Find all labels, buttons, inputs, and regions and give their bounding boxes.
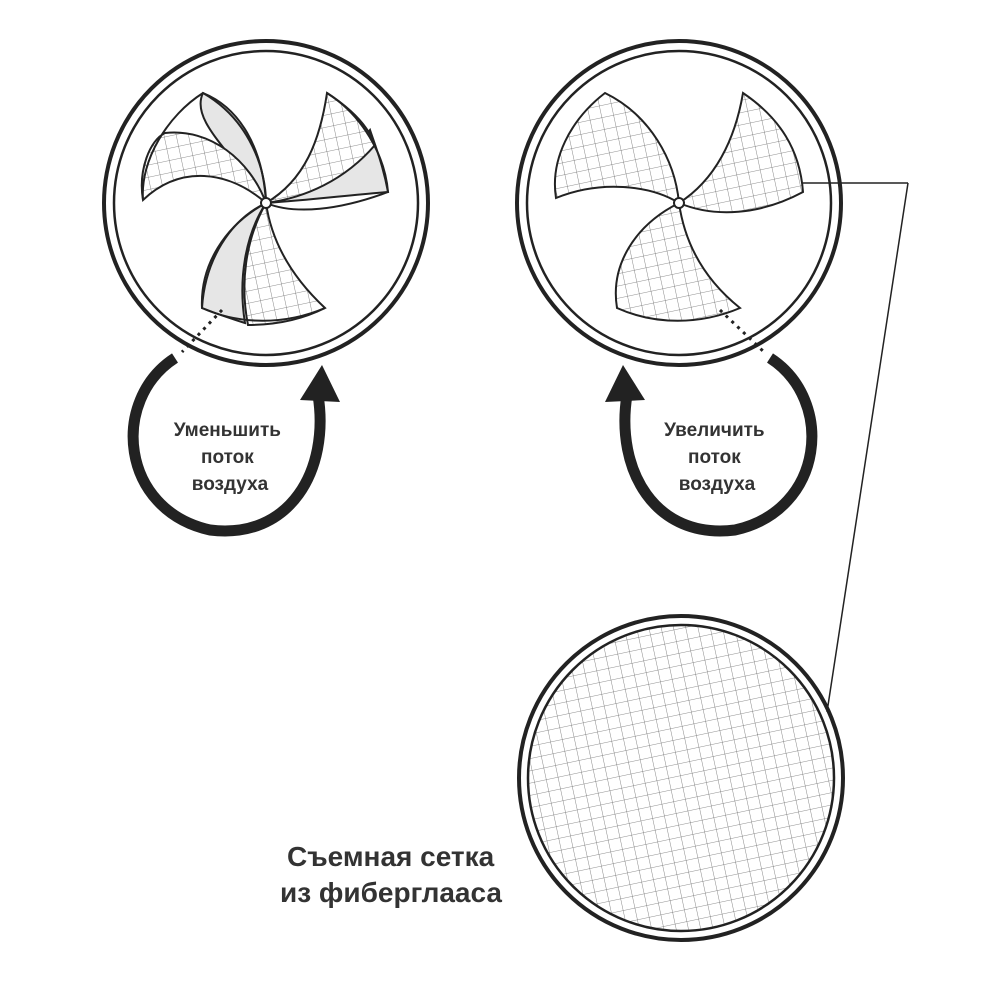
left-fan-blade-3-outline <box>200 202 326 322</box>
left-fan-blades <box>140 91 390 327</box>
right-fan-blade-2 <box>676 91 805 214</box>
right-fan-inner-ring <box>525 49 833 357</box>
right-fan: Увеличить поток воздуха <box>515 39 843 537</box>
left-fan-inner-ring <box>112 49 420 357</box>
callout-line-diagonal <box>826 182 909 713</box>
right-fan-label-line-2: поток <box>688 447 741 468</box>
mesh-callout-label-line-2: из фиберглааса <box>280 877 502 908</box>
mesh-callout-label-line-1: Съемная сетка <box>287 841 495 872</box>
mesh-detail <box>517 614 845 942</box>
left-fan-label-line-3: воздуха <box>192 474 269 495</box>
right-fan-label: Увеличить поток воздуха <box>664 420 770 495</box>
left-fan-dotted-connector <box>180 308 224 354</box>
left-fan-blade-1-outline <box>141 91 267 204</box>
right-fan-blade-3 <box>614 201 742 322</box>
right-fan-outer-ring <box>515 39 843 367</box>
right-fan-hub <box>673 197 685 209</box>
left-fan-blade-3-mesh <box>243 199 327 327</box>
right-fan-dotted-connector <box>718 308 766 354</box>
left-fan-hub <box>260 197 272 209</box>
left-fan-blade-2-mesh <box>265 91 377 204</box>
left-fan-label-line-1: Уменьшить <box>174 420 281 441</box>
left-fan-label-line-2: поток <box>201 447 254 468</box>
left-fan-outer-ring <box>102 39 430 367</box>
mesh-detail-outer-ring <box>517 614 845 942</box>
mesh-callout-lines <box>803 182 909 713</box>
left-fan-blade-2-outline <box>265 92 390 211</box>
right-fan-arrow-head <box>605 365 645 402</box>
mesh-detail-fill <box>528 625 834 931</box>
right-fan-rotation-arrow <box>619 353 818 537</box>
mesh-detail-inner-ring <box>526 623 836 933</box>
right-fan-label-line-1: Увеличить <box>664 420 765 441</box>
right-fan-label-line-3: воздуха <box>679 474 756 495</box>
right-fan-blade-1 <box>554 91 681 205</box>
right-fan-blades <box>554 91 805 322</box>
left-fan-rotation-arrow <box>127 353 326 537</box>
left-fan-arrow-head <box>300 365 340 402</box>
left-fan: Уменьшить поток воздуха <box>102 39 430 537</box>
mesh-callout-label: Съемная сетка из фиберглааса <box>280 841 502 908</box>
left-fan-blade-1-mesh <box>140 131 267 204</box>
left-fan-label: Уменьшить поток воздуха <box>174 420 286 495</box>
